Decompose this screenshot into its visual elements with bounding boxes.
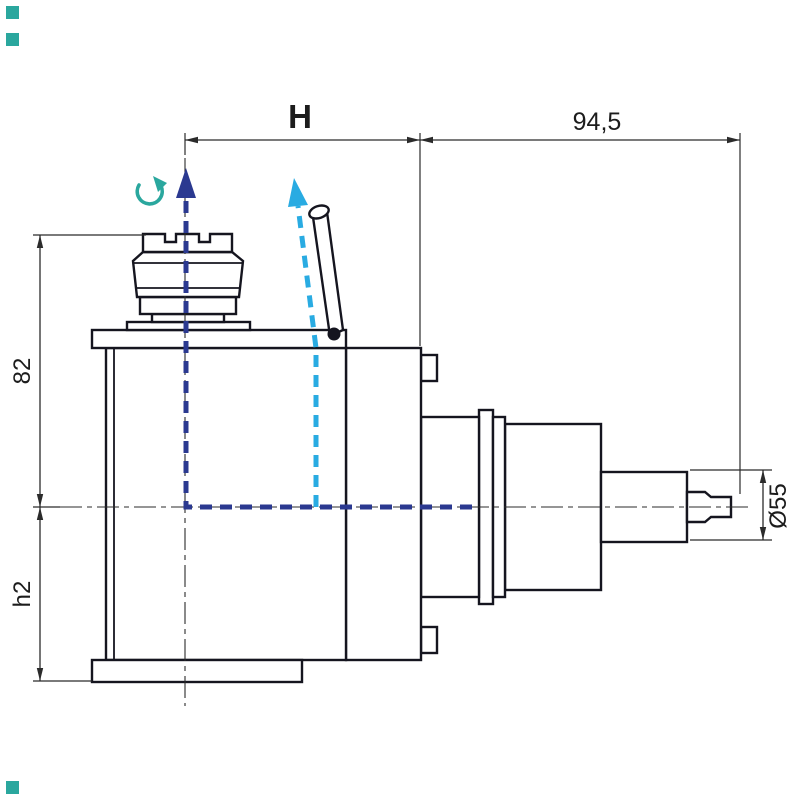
housing-top-plate xyxy=(90,328,348,350)
housing-body xyxy=(104,346,348,662)
flow-arrows xyxy=(176,168,472,510)
dim-label-h: H xyxy=(288,98,312,135)
dimension-labels: H 94,5 82 h2 Ø55 xyxy=(9,98,792,607)
mount-tab-top xyxy=(419,353,439,383)
arrowhead-len-right xyxy=(727,136,740,144)
corner-mark-top-left xyxy=(6,6,19,19)
corner-marks xyxy=(6,6,19,794)
dim-label-82: 82 xyxy=(9,358,36,385)
lever-cap xyxy=(308,204,330,220)
dim-label-h2: h2 xyxy=(9,581,36,608)
part-outline xyxy=(90,232,733,684)
arrowhead-82-bottom xyxy=(36,494,44,507)
housing-bottom-plate xyxy=(90,658,304,684)
rotation-arrowhead xyxy=(153,176,167,192)
lever-arm xyxy=(311,210,345,338)
corner-mark-bottom-left xyxy=(6,781,19,794)
arrowhead-h-right xyxy=(407,136,420,144)
dimension-arrowheads xyxy=(36,136,767,681)
lever-pivot xyxy=(327,327,341,341)
clamp-lever xyxy=(308,204,345,341)
spindle-neck xyxy=(150,312,226,324)
mount-tab-bottom xyxy=(419,625,439,655)
arrowhead-h-left xyxy=(185,136,198,144)
arrowhead-len-left xyxy=(420,136,433,144)
turret-block xyxy=(344,346,423,662)
arrowhead-dia-bottom xyxy=(759,527,767,540)
corner-mark-left-upper xyxy=(6,33,19,46)
dim-label-diameter: Ø55 xyxy=(765,483,792,528)
arrowhead-h2-top xyxy=(36,507,44,520)
rotation-ccw-icon xyxy=(135,183,165,206)
rotation-symbol xyxy=(135,176,167,206)
arrowhead-h2-bottom xyxy=(36,668,44,681)
flow-path-dark xyxy=(183,196,472,510)
dim-label-length: 94,5 xyxy=(573,108,622,136)
arrow-up-angled-icon xyxy=(288,178,308,207)
arrowhead-82-top xyxy=(36,235,44,248)
arrow-up-dark-icon xyxy=(176,168,196,198)
dimension-extension-lines xyxy=(33,133,772,682)
arrowhead-dia-top xyxy=(759,470,767,483)
